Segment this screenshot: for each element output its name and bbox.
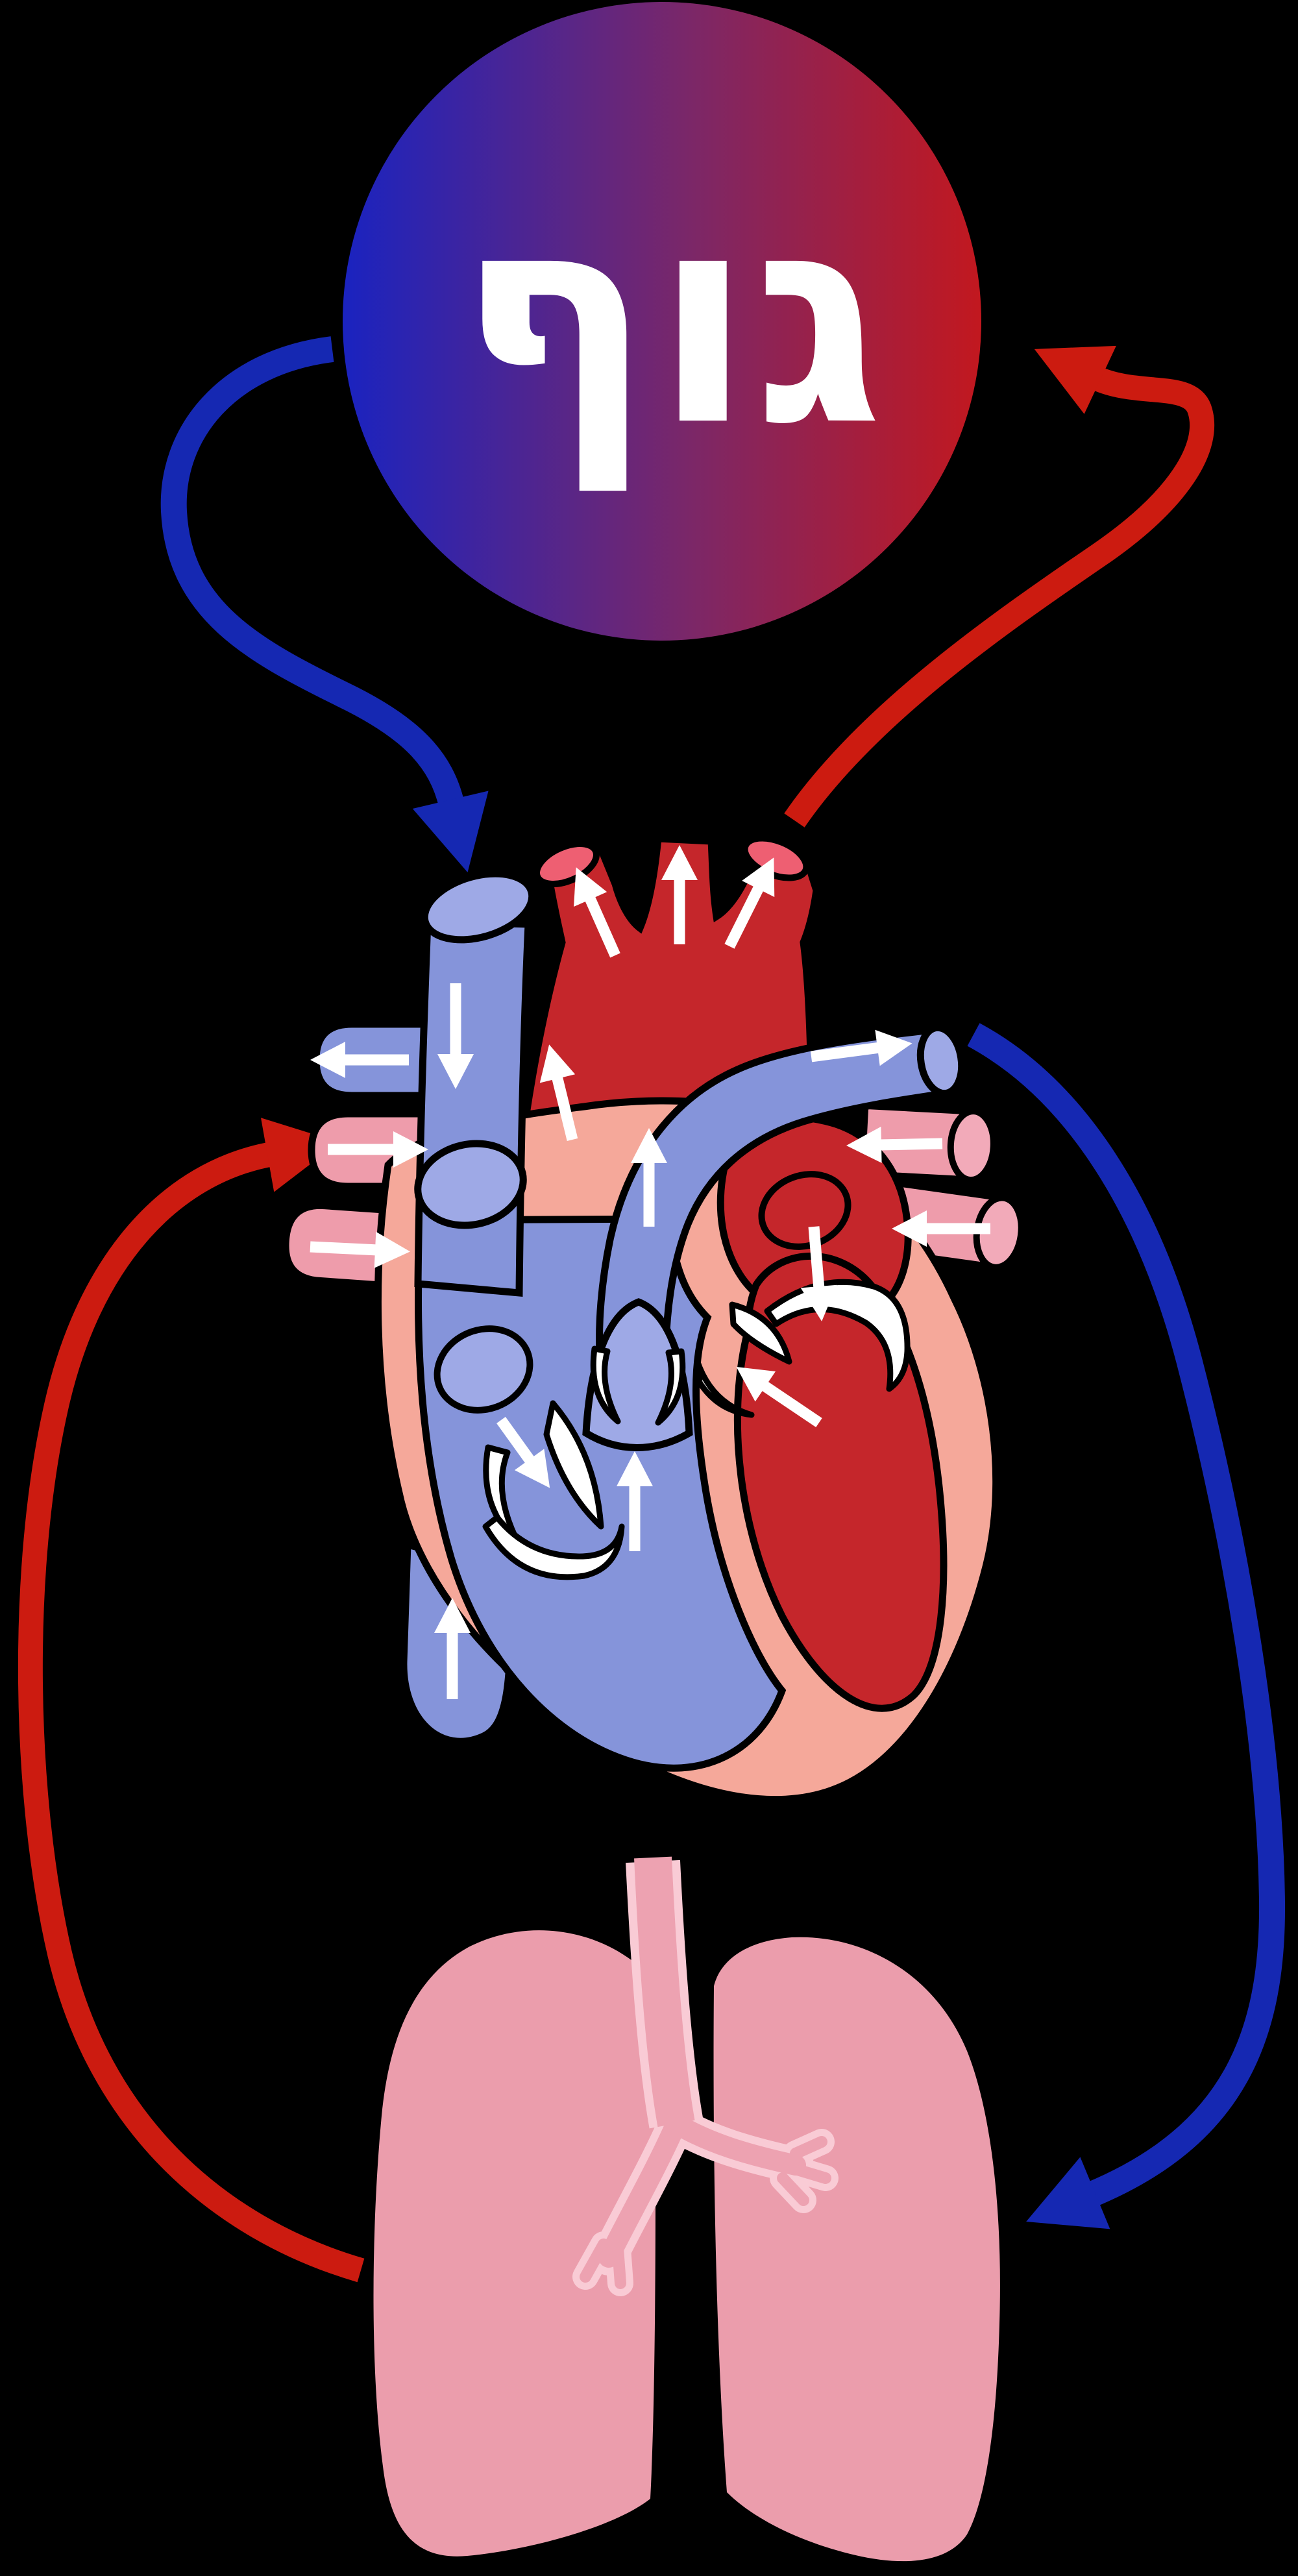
flow-left-atrium-down xyxy=(800,1226,837,1321)
flow-pulmonary-trunk-right xyxy=(810,1029,912,1066)
fossa-ovalis xyxy=(434,1325,533,1414)
right-lung xyxy=(713,1937,1000,2562)
arrow-heart-to-lungs xyxy=(967,1023,1286,2229)
arrow-lungs-to-heart xyxy=(18,1118,365,2283)
flow-aorta-branch-left xyxy=(574,867,620,958)
flow-aorta-branch-right xyxy=(724,857,775,949)
tricuspid-valve xyxy=(482,1400,625,1580)
heart xyxy=(282,835,1025,1804)
arrow-body-to-heart xyxy=(160,336,489,873)
flow-right-atrium-down xyxy=(496,1417,550,1488)
flow-left-ventricle-up xyxy=(736,1367,822,1428)
aortic-valve xyxy=(694,1301,792,1418)
superior-vena-cava xyxy=(414,918,532,1297)
pulmonary-valve xyxy=(590,1345,686,1426)
pulmonary-trunk-cut xyxy=(916,1024,966,1098)
left-lung xyxy=(373,1930,655,2557)
body-circle: גוף xyxy=(343,2,981,641)
flow-ascending-aorta xyxy=(539,1044,578,1142)
flow-left-vein-lower-in xyxy=(310,1231,410,1268)
svc-atrium-junction xyxy=(414,1140,527,1229)
body-label: גוף xyxy=(456,150,883,494)
lungs xyxy=(373,1856,1000,2562)
superior-vena-cava-cut xyxy=(421,870,536,944)
arrow-heart-to-body xyxy=(784,345,1214,828)
heart-flow-arrows xyxy=(310,845,990,1699)
trachea-bronchi xyxy=(572,1856,839,2296)
flow-right-vein-upper-in xyxy=(846,1126,943,1163)
